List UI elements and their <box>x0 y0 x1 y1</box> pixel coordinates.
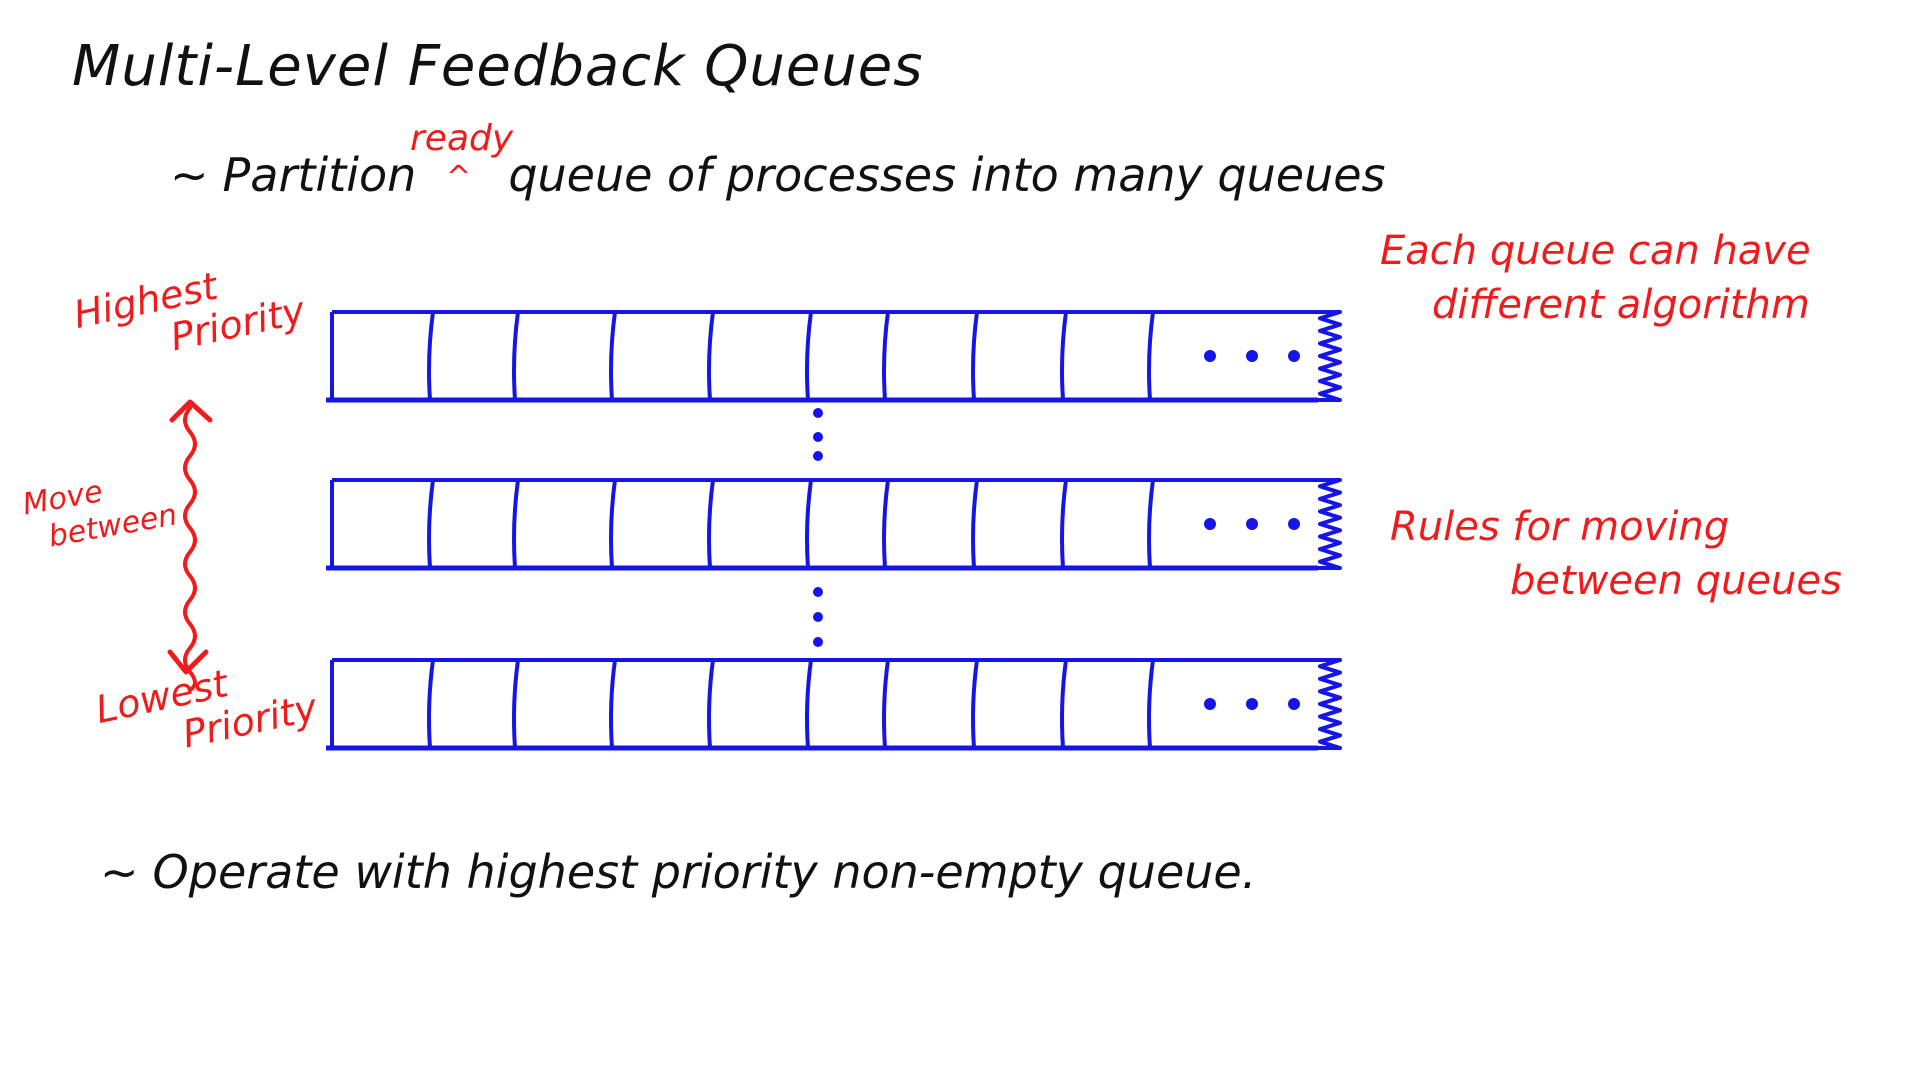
queue-slot-divider <box>805 479 813 569</box>
between-queues-dot <box>813 587 823 597</box>
queue-slot-divider <box>1060 311 1068 401</box>
queue-slot-divider <box>805 311 813 401</box>
queue-slot-divider <box>971 659 979 749</box>
bullet-text-after: queue of processes into many queues <box>508 148 1386 202</box>
queue-slot-divider <box>971 311 979 401</box>
queue-slot-divider <box>609 659 617 749</box>
queue-open-end <box>1318 658 1342 750</box>
queue-slot-divider <box>805 659 813 749</box>
bullet-operate: ~Operate with highest priority non-empty… <box>100 845 1256 899</box>
queue-ellipsis-dot <box>1246 350 1258 362</box>
queue-slot-divider <box>1147 311 1155 401</box>
queue-slot-divider <box>882 479 890 569</box>
queue-slot-divider <box>1060 659 1068 749</box>
note-rules-line2: between queues <box>1510 558 1842 604</box>
note-rules: Rules for moving between queues <box>1390 500 1842 608</box>
queue-group <box>326 310 1342 751</box>
note-rules-line1: Rules for moving <box>1390 504 1730 550</box>
queue-1 <box>326 310 1342 403</box>
bullet-marker: ~ <box>100 845 139 899</box>
queue-3 <box>326 658 1342 751</box>
queue-slot-divider <box>971 479 979 569</box>
queue-ellipsis-dot <box>1204 698 1216 710</box>
priority-arrow <box>167 399 213 692</box>
bullet-operate-text: Operate with highest priority non-empty … <box>152 845 1257 899</box>
queue-ellipsis-dot <box>1204 518 1216 530</box>
queue-slot-divider <box>707 659 715 749</box>
priority-arrowhead-down <box>167 649 209 675</box>
queue-slot-divider <box>1147 479 1155 569</box>
queue-slot-divider <box>1147 659 1155 749</box>
queue-ellipsis-dot <box>1246 698 1258 710</box>
note-algorithm-line2: different algorithm <box>1432 282 1810 328</box>
bullet-marker: ~ <box>170 148 209 202</box>
queue-slot-divider <box>882 659 890 749</box>
queue-slot-divider <box>609 479 617 569</box>
queue-slot-divider <box>707 311 715 401</box>
queue-slot-divider <box>512 479 520 569</box>
queue-slot-divider <box>609 311 617 401</box>
between-queues-dot <box>813 637 823 647</box>
queue-slot-divider <box>427 311 435 401</box>
queue-ellipsis-dot <box>1288 698 1300 710</box>
queue-slot-divider <box>427 479 435 569</box>
queue-ellipsis-dot <box>1288 518 1300 530</box>
queue-ellipsis-dot <box>1288 350 1300 362</box>
queue-slot-divider <box>512 659 520 749</box>
between-queues-dot <box>813 432 823 442</box>
queue-ellipsis-dot <box>1204 350 1216 362</box>
bullet-text-before: Partition <box>222 148 417 202</box>
queue-slot-divider <box>427 659 435 749</box>
priority-arrowhead-up <box>169 399 213 423</box>
queue-open-end <box>1318 310 1342 402</box>
queue-2 <box>326 478 1342 571</box>
queue-slot-divider <box>707 479 715 569</box>
insertion-ready: ready <box>410 118 514 159</box>
insertion-caret: ^ <box>446 160 472 195</box>
between-queues-dot <box>813 612 823 622</box>
note-algorithm: Each queue can have different algorithm <box>1380 224 1811 332</box>
queue-slot-divider <box>882 311 890 401</box>
between-queues-dot <box>813 451 823 461</box>
queue-slot-divider <box>1060 479 1068 569</box>
between-queues-dot <box>813 408 823 418</box>
queue-ellipsis-dot <box>1246 518 1258 530</box>
priority-arrow-wavy-line <box>183 406 197 692</box>
bullet-partition: ~Partition queue of processes into many … <box>170 148 1386 202</box>
queue-open-end <box>1318 478 1342 570</box>
page-title: Multi-Level Feedback Queues <box>72 34 924 99</box>
note-algorithm-line1: Each queue can have <box>1380 228 1811 274</box>
queue-slot-divider <box>512 311 520 401</box>
